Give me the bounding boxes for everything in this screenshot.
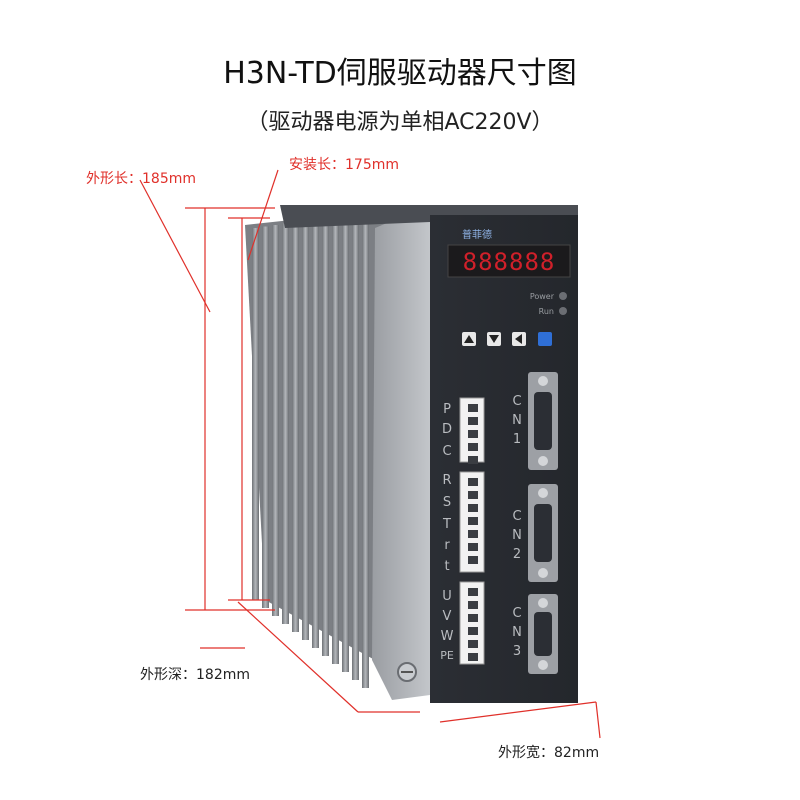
power-led-label: Power <box>530 292 555 301</box>
down-arrow-icon <box>489 335 499 343</box>
db-connectors <box>528 372 558 674</box>
heatsink-fin <box>322 217 329 656</box>
cn-label-char: 1 <box>513 432 521 447</box>
terminal-pin <box>468 456 478 464</box>
terminal-letter: V <box>443 609 452 624</box>
heatsink-fin <box>272 225 279 616</box>
overall-length-label: 外形长：185mm <box>86 171 196 187</box>
terminal-letter: R <box>442 473 451 488</box>
heatsink-fin <box>332 216 339 664</box>
terminal-letter: U <box>442 589 452 604</box>
cn-label-char: C <box>512 394 521 409</box>
page-title: H3N-TD伺服驱动器尺寸图 <box>223 56 577 91</box>
heatsink-fin <box>342 214 349 672</box>
terminal-pin <box>468 478 478 486</box>
power-terminals <box>459 397 485 665</box>
terminal-pin <box>468 601 478 609</box>
length-leader <box>139 179 211 313</box>
terminal-pin <box>468 640 478 648</box>
terminal-pin <box>468 417 478 425</box>
cn-label-char: C <box>512 509 521 524</box>
set-key[interactable] <box>538 332 552 346</box>
heatsink-fin <box>292 222 299 632</box>
terminal-pin <box>468 588 478 596</box>
width-line <box>439 701 597 723</box>
heatsink-fin <box>302 220 309 640</box>
terminal-pin <box>468 614 478 622</box>
terminal-pin <box>468 530 478 538</box>
terminal-pin <box>468 627 478 635</box>
cn-label-char: N <box>512 413 522 428</box>
terminal-pin <box>468 491 478 499</box>
terminal-letter: T <box>442 517 451 532</box>
overall-width-label: 外形宽：82mm <box>498 745 600 761</box>
mount-length-label: 安装长：175mm <box>289 157 399 173</box>
cn-label-char: 2 <box>513 547 521 562</box>
terminal-letter: S <box>443 495 451 510</box>
depth-line <box>237 601 359 713</box>
terminal-pin <box>468 430 478 438</box>
heatsink-fins <box>252 211 369 688</box>
cn-label-char: N <box>512 625 522 640</box>
cn-label-char: N <box>512 528 522 543</box>
up-arrow-icon <box>464 335 474 343</box>
heatsink-fin <box>282 223 289 624</box>
led-display <box>447 244 571 278</box>
power-led <box>559 292 567 300</box>
cn-label-char: C <box>512 606 521 621</box>
brand-label: 普菲德 <box>462 228 492 241</box>
heatsink-fin <box>362 211 369 688</box>
heatsink-fin <box>312 219 319 648</box>
led-display-digits: 888888 <box>463 248 556 276</box>
terminal-letter: D <box>442 422 452 437</box>
terminal-letter: t <box>444 559 449 574</box>
terminal-pin <box>468 653 478 661</box>
mount-leader <box>247 169 279 261</box>
terminal-letter: P <box>443 402 451 417</box>
heatsink-fin <box>252 228 259 600</box>
terminal-pin <box>468 404 478 412</box>
dimension-lines <box>139 169 601 739</box>
page-subtitle: （驱动器电源为单相AC220V） <box>246 110 554 135</box>
run-led-label: Run <box>539 307 554 316</box>
keypad <box>462 332 552 346</box>
terminal-pin <box>468 517 478 525</box>
terminal-pin <box>468 543 478 551</box>
run-led <box>559 307 567 315</box>
side-flange <box>372 205 430 700</box>
terminal-pin <box>468 556 478 564</box>
terminal-letter: PE <box>440 649 454 662</box>
overall-depth-label: 外形深：182mm <box>140 667 250 683</box>
cn-label-char: 3 <box>513 644 521 659</box>
terminal-letter: r <box>444 538 450 553</box>
terminal-letter: C <box>442 444 451 459</box>
top-edge <box>280 205 578 228</box>
heatsink <box>245 205 578 700</box>
terminal-pin <box>468 443 478 451</box>
terminal-letter: W <box>441 629 454 644</box>
heatsink-fin <box>262 226 269 608</box>
terminal-pin <box>468 504 478 512</box>
heatsink-fin <box>352 213 359 680</box>
width-leader <box>595 701 601 739</box>
left-arrow-icon <box>515 334 522 344</box>
